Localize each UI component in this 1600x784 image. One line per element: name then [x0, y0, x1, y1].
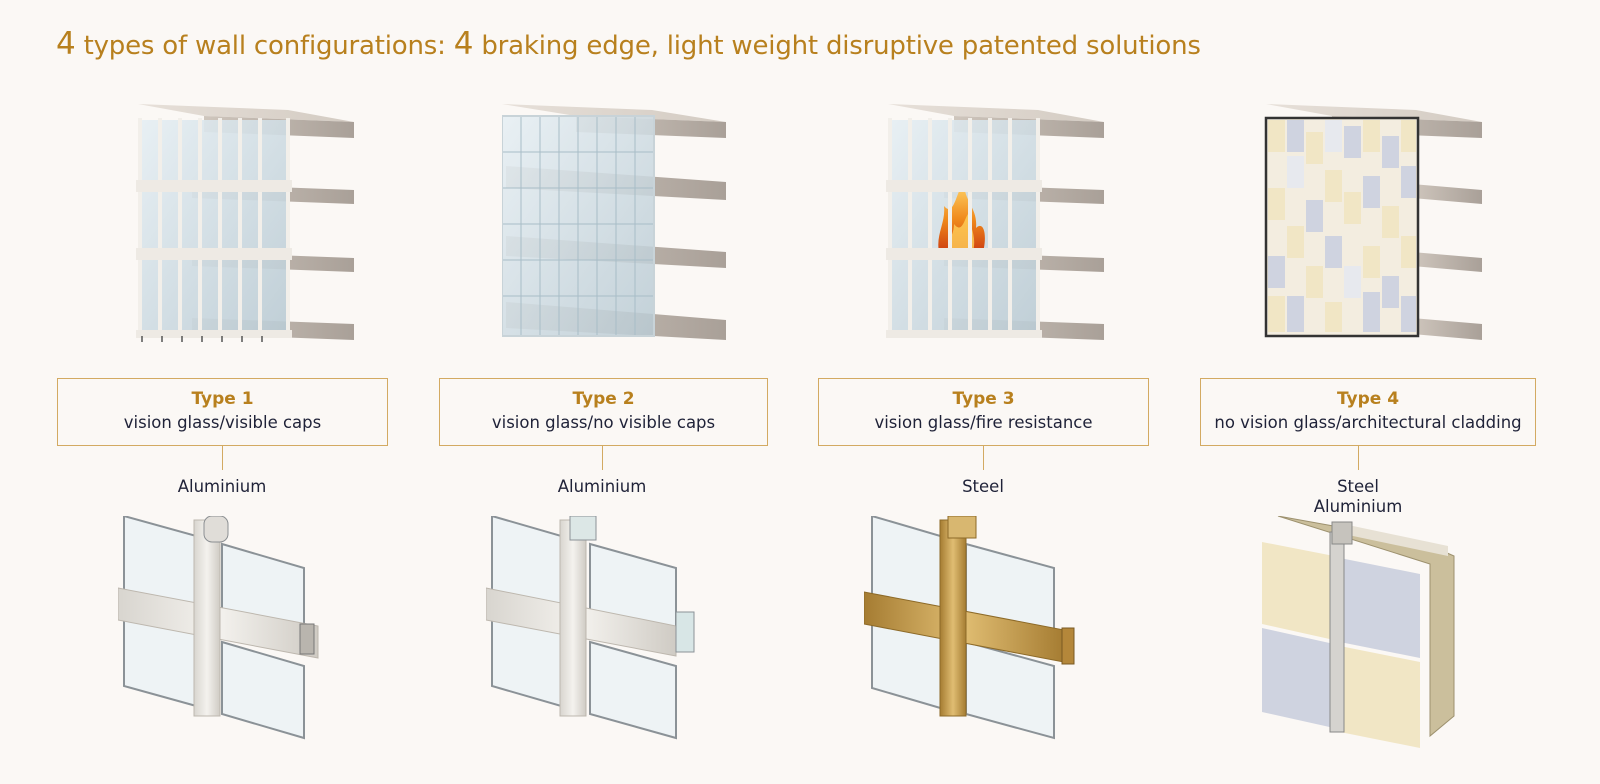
type-label: Type 3: [952, 389, 1015, 409]
title-number: 4: [56, 26, 76, 62]
curtain-wall-detail-icon: [864, 516, 1075, 740]
title-text-1: types of wall configurations:: [75, 31, 454, 61]
connector-line: [602, 446, 603, 470]
type-description: vision glass/fire resistance: [874, 413, 1093, 432]
material-1: Aluminium: [177, 477, 267, 496]
building-facade-icon: [886, 104, 1104, 340]
material-1: Steel: [1337, 477, 1379, 496]
material-label: Steel: [883, 477, 1083, 497]
page-title: 4 types of wall configurations: 4 brakin…: [56, 26, 1201, 62]
material-1: Steel: [962, 477, 1004, 496]
curtain-wall-detail-icon: [1262, 516, 1455, 748]
type-description: no vision glass/architectural cladding: [1214, 413, 1522, 432]
type-2-box: Type 2 vision glass/no visible caps: [439, 378, 768, 446]
curtain-wall-detail-icon: [118, 516, 319, 740]
building-facade-icon: [1264, 104, 1482, 340]
type-description: vision glass/visible caps: [123, 413, 322, 432]
type-label: Type 1: [191, 389, 254, 409]
title-number-2: 4: [453, 26, 474, 62]
type-label: Type 4: [1336, 389, 1400, 409]
connector-line: [1358, 446, 1359, 470]
type-3-box: Type 3 vision glass/fire resistance: [818, 378, 1149, 446]
building-facade-icon: [136, 104, 354, 342]
material-1: Aluminium: [557, 477, 647, 496]
material-2: Aluminium: [1313, 497, 1403, 516]
type-1-box: Type 1 vision glass/visible caps: [57, 378, 388, 446]
connector-line: [983, 446, 984, 470]
type-description: vision glass/no visible caps: [491, 413, 716, 432]
building-facade-icon: [502, 104, 726, 340]
connector-line: [222, 446, 223, 470]
type-4-box: Type 4 no vision glass/architectural cla…: [1200, 378, 1536, 446]
material-label: Aluminium: [502, 477, 702, 497]
material-label: Aluminium: [122, 477, 322, 497]
curtain-wall-detail-icon: [486, 516, 695, 740]
type-label: Type 2: [572, 389, 635, 409]
title-text-2: braking edge, light weight disruptive pa…: [473, 31, 1201, 61]
material-label: Steel Aluminium: [1258, 477, 1458, 517]
